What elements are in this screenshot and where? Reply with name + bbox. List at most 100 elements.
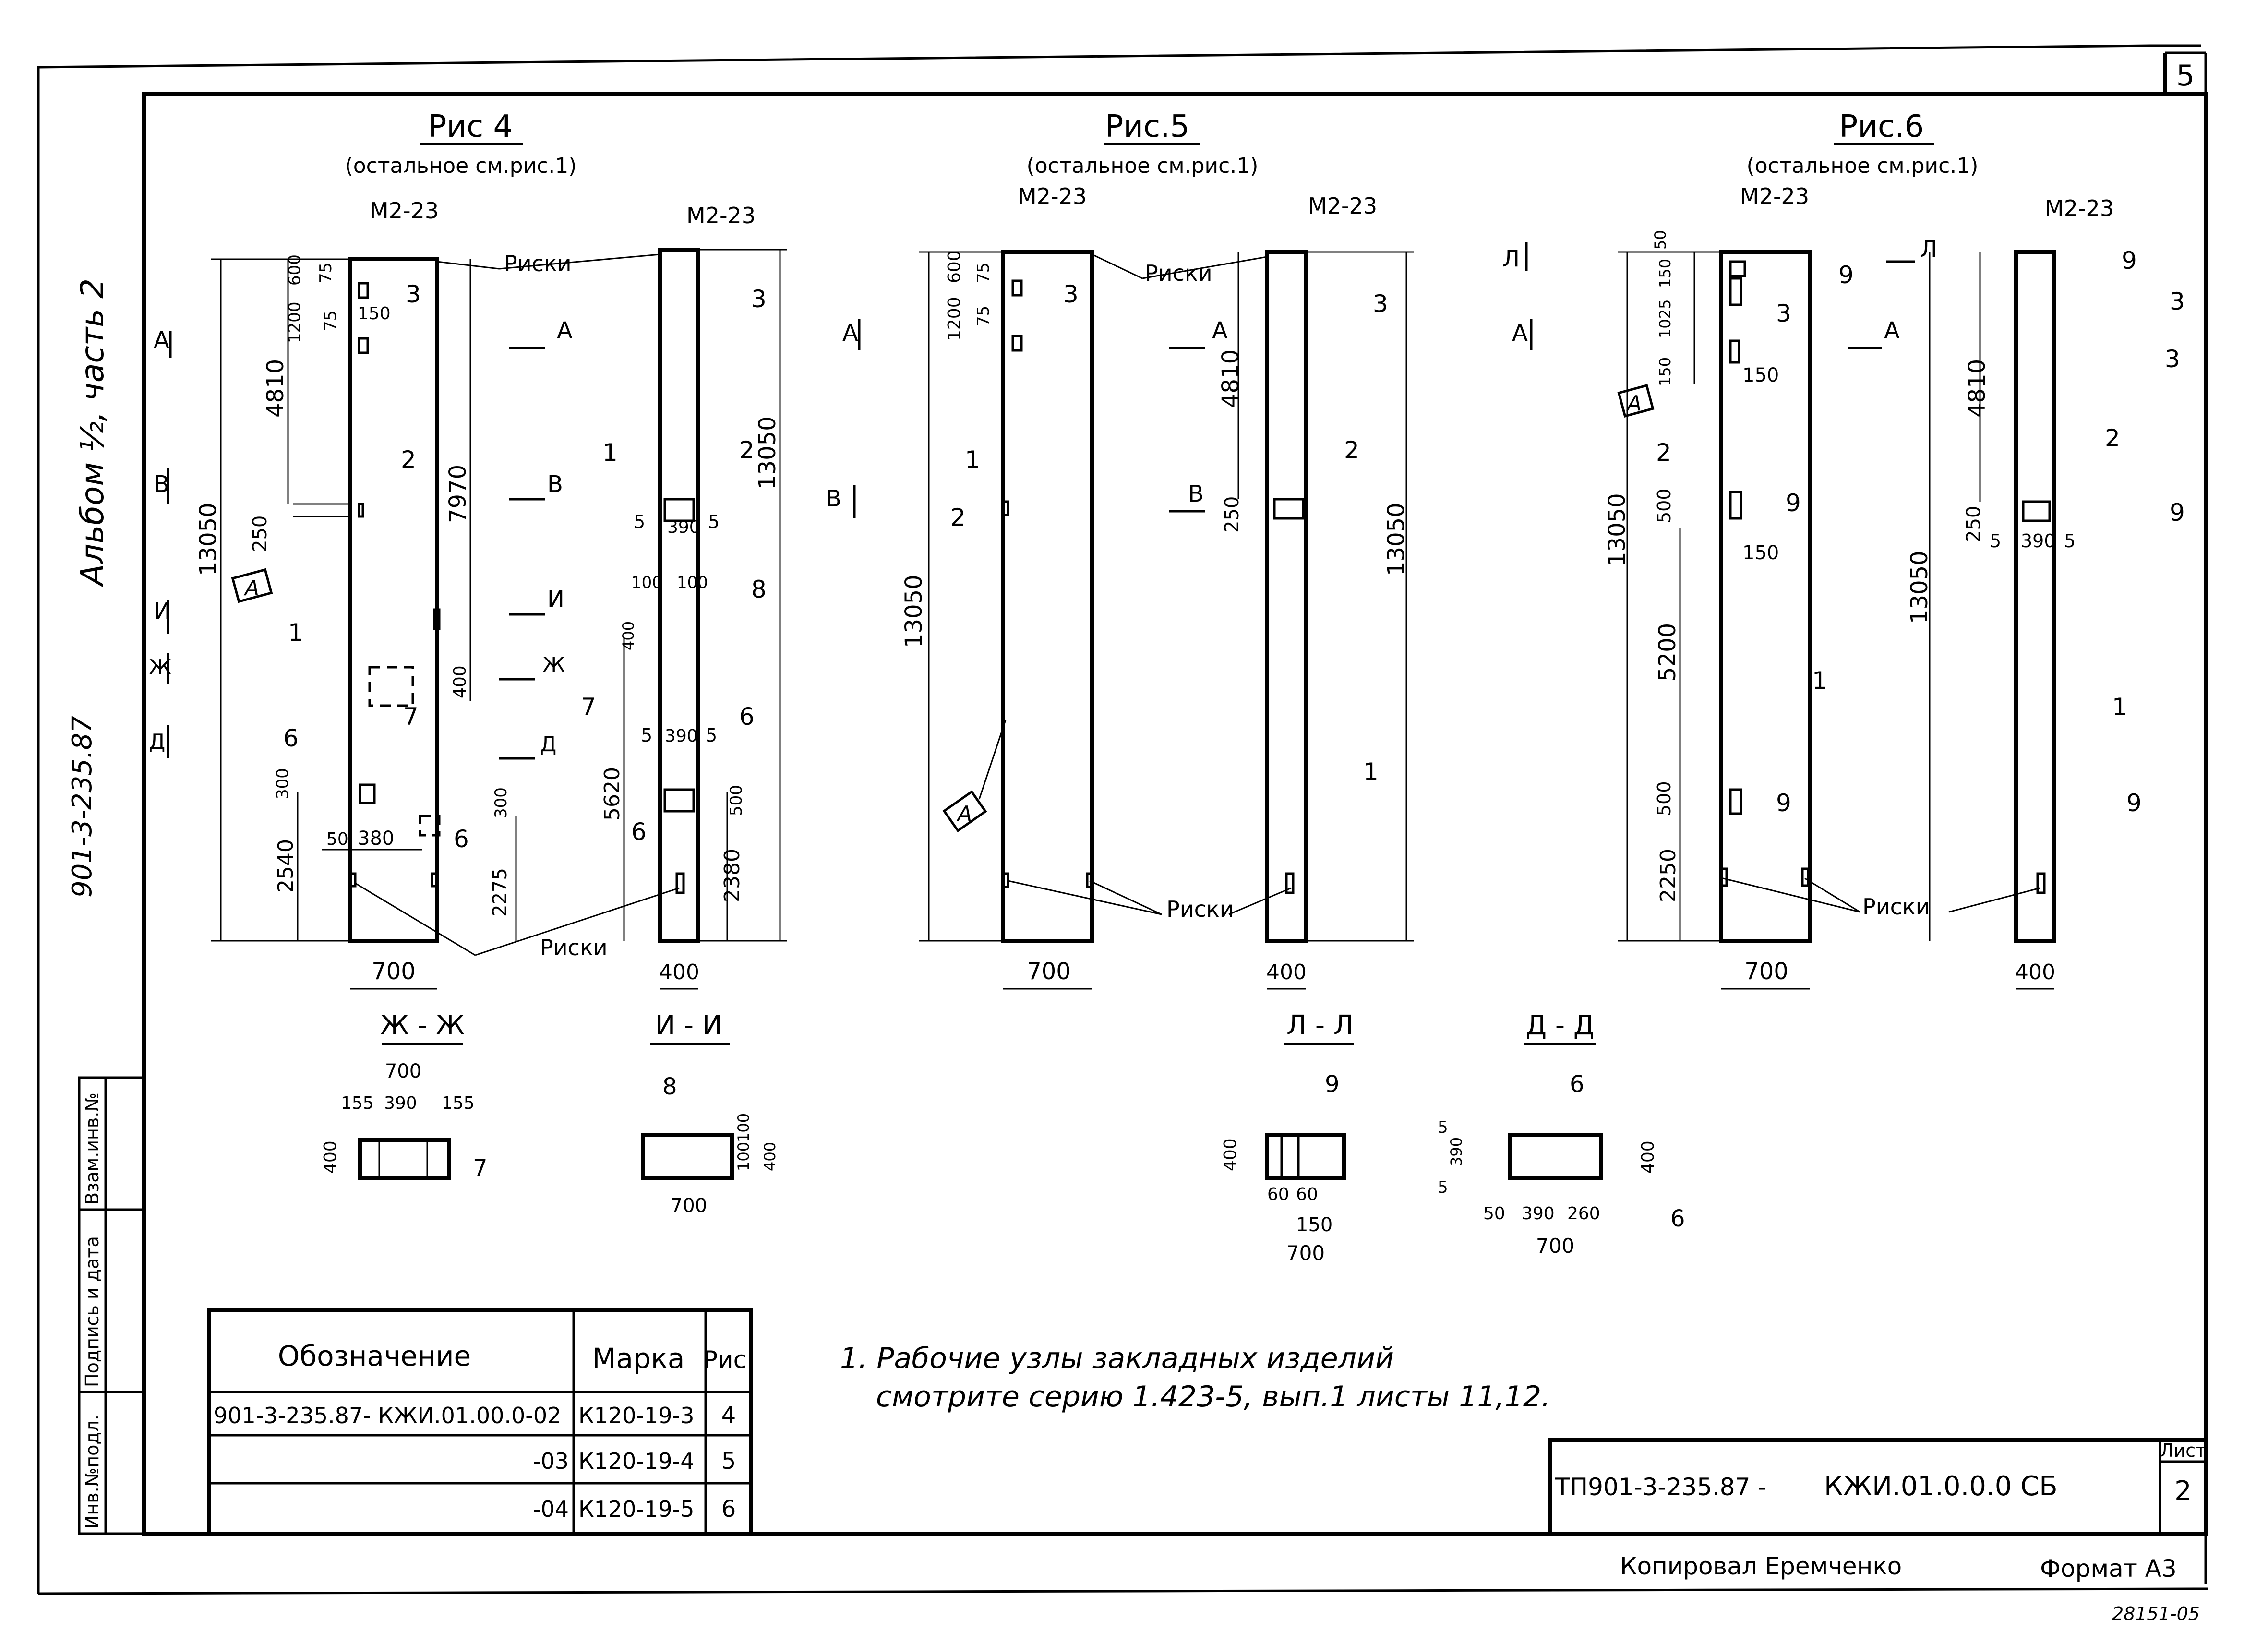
svg-text:400: 400 [1266, 960, 1307, 984]
archive-stamp: 28151-05 [2112, 1603, 2200, 1624]
svg-text:50: 50 [326, 829, 348, 849]
section-zh-zh: Ж - Ж 700 155 390 155 400 7 [321, 1010, 488, 1182]
table-row-2-fig: 5 [721, 1448, 736, 1475]
fig4-section-markers: А В И Ж Д А В И Ж Д [149, 317, 573, 760]
svg-text:500: 500 [1654, 781, 1675, 816]
fig6-subtitle: (остальное см.рис.1) [1747, 154, 1979, 178]
sheet-number: 5 [2176, 59, 2195, 93]
svg-text:2: 2 [739, 436, 755, 464]
svg-text:50: 50 [1483, 1204, 1505, 1224]
svg-text:9: 9 [1776, 789, 1791, 817]
svg-text:700: 700 [372, 958, 416, 985]
svg-text:3: 3 [751, 285, 767, 313]
svg-text:А: А [1512, 320, 1528, 347]
svg-text:155: 155 [341, 1093, 374, 1113]
svg-text:75: 75 [974, 306, 993, 326]
svg-text:700: 700 [385, 1060, 421, 1082]
svg-text:И: И [547, 586, 564, 613]
svg-text:Риски: Риски [1166, 896, 1234, 922]
svg-text:390: 390 [1522, 1204, 1555, 1224]
svg-text:3: 3 [1063, 280, 1079, 308]
svg-text:400: 400 [761, 1142, 779, 1171]
svg-text:3: 3 [2170, 288, 2185, 315]
svg-text:250: 250 [249, 516, 271, 552]
svg-text:600: 600 [285, 254, 304, 286]
svg-text:1: 1 [288, 619, 303, 647]
svg-text:250: 250 [1221, 496, 1243, 533]
svg-text:150: 150 [1742, 364, 1779, 386]
svg-text:7: 7 [403, 703, 419, 731]
fig6-column-front [1719, 250, 1812, 943]
svg-text:500: 500 [1654, 488, 1675, 523]
svg-text:700: 700 [671, 1195, 707, 1217]
svg-text:5: 5 [706, 725, 717, 746]
svg-text:М2-23: М2-23 [686, 203, 756, 228]
svg-text:600: 600 [945, 250, 964, 283]
svg-text:В: В [547, 471, 563, 498]
svg-text:5620: 5620 [600, 767, 624, 821]
side-stamp: Взам.инв.№ Подпись и дата Инв.№подл. [78, 1076, 145, 1535]
fig5-column-front [1001, 250, 1094, 943]
svg-text:М2-23: М2-23 [370, 198, 439, 224]
stamp-vzam: Взам.инв.№ [82, 1092, 103, 1205]
svg-text:А: А [1626, 391, 1642, 416]
fig5-column-side [1265, 250, 1308, 943]
svg-text:В: В [826, 485, 841, 512]
svg-text:6: 6 [1570, 1071, 1584, 1098]
table-row-1-mark: К120-19-3 [578, 1403, 694, 1428]
title-block: ТП901-3-235.87 - КЖИ.01.0.0.0 СБ Лист 2 [1548, 1438, 2208, 1536]
svg-text:400: 400 [659, 960, 699, 984]
svg-text:Л: Л [1502, 245, 1520, 272]
fig5-title: Рис.5 [1105, 109, 1189, 144]
table-row-3-designation: -04 [533, 1496, 569, 1522]
svg-text:150: 150 [1296, 1214, 1332, 1236]
fig6-column-side [2014, 250, 2056, 943]
svg-text:100: 100 [734, 1142, 753, 1171]
svg-text:8: 8 [751, 576, 767, 603]
svg-text:7: 7 [581, 693, 596, 721]
svg-text:400: 400 [1221, 1138, 1240, 1171]
svg-text:13050: 13050 [195, 503, 222, 576]
svg-text:7: 7 [473, 1155, 488, 1182]
section-d-d: Д - Д 6 6 5 390 5 400 50 390 260 700 [1438, 1010, 1685, 1258]
table-header-designation: Обозначение [278, 1340, 471, 1372]
svg-text:3: 3 [1373, 290, 1388, 318]
title-list-value: 2 [2174, 1476, 2192, 1507]
svg-text:13050: 13050 [754, 416, 781, 490]
svg-text:В: В [1188, 480, 1204, 507]
svg-text:5: 5 [1438, 1178, 1448, 1197]
fig4-column-side [658, 248, 700, 943]
svg-text:М2-23: М2-23 [1018, 183, 1087, 209]
svg-text:1: 1 [1812, 667, 1827, 695]
svg-text:400: 400 [2015, 960, 2055, 984]
svg-text:9: 9 [2122, 247, 2137, 275]
svg-text:М2-23: М2-23 [2045, 195, 2114, 221]
svg-text:150: 150 [1656, 259, 1674, 288]
svg-text:390: 390 [384, 1093, 417, 1113]
svg-text:300: 300 [492, 787, 511, 818]
svg-text:400: 400 [450, 665, 470, 698]
svg-text:5: 5 [2064, 530, 2076, 552]
svg-text:5200: 5200 [1654, 623, 1681, 682]
svg-text:В: В [154, 471, 169, 498]
format-label: Формат А3 [2040, 1555, 2177, 1583]
svg-text:155: 155 [442, 1093, 475, 1113]
svg-text:5: 5 [641, 725, 652, 746]
svg-text:150: 150 [358, 304, 391, 324]
svg-text:9: 9 [1786, 489, 1801, 517]
svg-text:6: 6 [739, 703, 755, 731]
fig4-subtitle: (остальное см.рис.1) [345, 154, 577, 178]
svg-text:1025: 1025 [1656, 300, 1674, 338]
svg-text:9: 9 [2126, 789, 2142, 817]
figure-4: Рис 4 (остальное см.рис.1) 13050 4810 25… [149, 109, 787, 990]
stamp-sign: Подпись и дата [82, 1236, 103, 1387]
svg-text:60: 60 [1267, 1185, 1289, 1204]
svg-text:2: 2 [401, 446, 416, 474]
svg-text:1: 1 [965, 446, 980, 474]
table-row-2-designation: -03 [533, 1448, 569, 1474]
svg-text:9: 9 [1838, 261, 1854, 289]
svg-text:5: 5 [1438, 1118, 1448, 1137]
svg-text:3: 3 [2165, 345, 2180, 373]
svg-text:М2-23: М2-23 [1740, 183, 1809, 209]
svg-text:300: 300 [273, 768, 292, 799]
